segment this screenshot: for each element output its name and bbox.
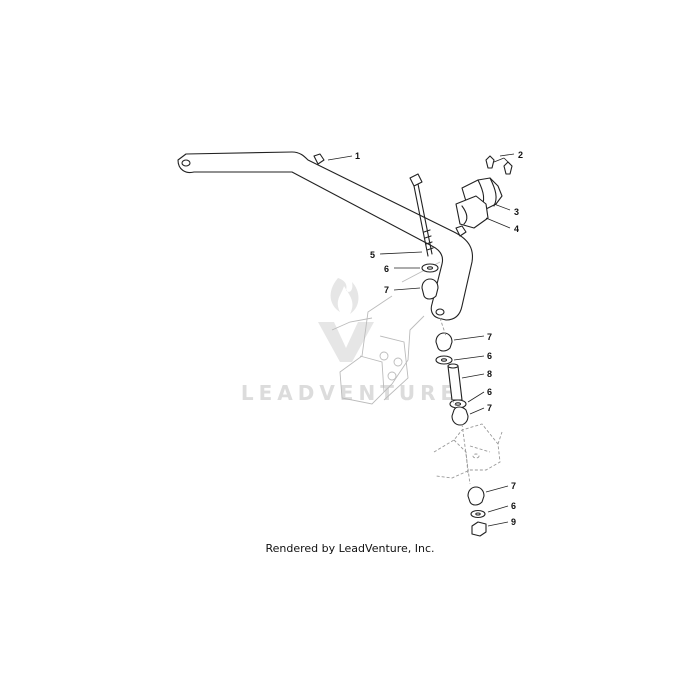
render-credit: Rendered by LeadVenture, Inc. <box>265 542 435 555</box>
callout-7-bottom: 7 <box>511 481 516 491</box>
callout-6-bottom: 6 <box>511 501 516 511</box>
watermark-v-logo <box>318 322 374 362</box>
nut-9 <box>471 521 487 537</box>
sway-bar <box>177 151 474 321</box>
callout-6-lower: 6 <box>487 387 492 397</box>
callout-7-lower: 7 <box>487 403 492 413</box>
long-bolt <box>409 173 434 257</box>
washer-upper-6 <box>421 263 439 273</box>
watermark-flame-logo <box>330 278 359 314</box>
bushing-upper-7 <box>421 278 439 300</box>
washer-mid-6 <box>435 355 453 365</box>
leader-lines <box>327 153 515 527</box>
callout-7-mid: 7 <box>487 332 492 342</box>
bushing-lower-7 <box>451 406 469 426</box>
callout-6-upper: 6 <box>384 264 389 274</box>
callout-1: 1 <box>355 151 360 161</box>
bracket-clamp <box>455 155 513 229</box>
callout-9: 9 <box>511 517 516 527</box>
callout-4: 4 <box>514 224 519 234</box>
callout-5: 5 <box>370 250 375 260</box>
callout-2: 2 <box>518 150 523 160</box>
bushing-bottom-7 <box>467 486 485 506</box>
callouts: 1 2 3 4 5 6 7 7 6 8 6 7 7 6 9 <box>355 150 523 527</box>
watermark: LEADVENTURE <box>241 278 459 405</box>
callout-7-upper: 7 <box>384 285 389 295</box>
watermark-text: LEADVENTURE <box>241 381 459 405</box>
bushing-mid-7 <box>435 332 453 352</box>
callout-6-mid: 6 <box>487 351 492 361</box>
callout-3: 3 <box>514 207 519 217</box>
washer-bottom-6 <box>470 509 486 519</box>
callout-8: 8 <box>487 369 492 379</box>
